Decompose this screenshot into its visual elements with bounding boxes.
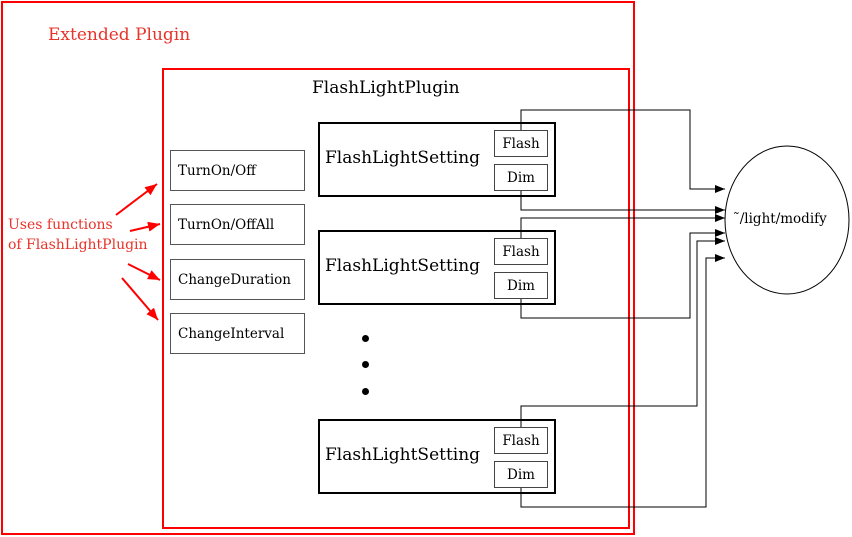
- flashlight-setting-3-label: FlashLightSetting: [325, 445, 481, 465]
- connector-setting-2-dim: [520, 229, 725, 319]
- ellipsis-dot-2: [362, 361, 369, 368]
- function-turnon-off: TurnOn/Off: [170, 150, 305, 191]
- flashlight-plugin-container: [162, 68, 630, 529]
- ellipsis-dot-3: [362, 388, 369, 395]
- flashlight-setting-3-dim: Dim: [494, 461, 548, 488]
- uses-note-line-1: Uses functions: [8, 217, 113, 233]
- flashlight-setting-3-flash: Flash: [494, 427, 548, 454]
- flashlight-setting-1-label: FlashLightSetting: [325, 148, 481, 168]
- red-arrow-change-duration: [127, 263, 161, 281]
- connector-setting-1-dim: [520, 191, 725, 214]
- red-arrow-turnon-off-all: [129, 221, 161, 232]
- uses-note-line-2: of FlashLightPlugin: [8, 237, 148, 253]
- extended-plugin-title: Extended Plugin: [48, 25, 191, 45]
- target-label: ˜/light/modify: [733, 211, 827, 227]
- red-arrow-turnon-off: [115, 183, 158, 216]
- flashlight-setting-1-flash: Flash: [494, 130, 548, 157]
- flashlight-setting-2-label: FlashLightSetting: [325, 256, 481, 276]
- connector-setting-1-flash: [520, 109, 725, 193]
- target-ellipse: [724, 145, 850, 295]
- flashlight-setting-2-dim: Dim: [494, 272, 548, 299]
- connector-setting-2-flash: [520, 214, 725, 238]
- function-change-duration: ChangeDuration: [170, 259, 305, 300]
- function-turnon-off-all: TurnOn/OffAll: [170, 204, 305, 245]
- connector-setting-3-flash: [520, 237, 725, 427]
- flashlight-setting-2-flash: Flash: [494, 238, 548, 265]
- function-change-interval: ChangeInterval: [170, 313, 305, 354]
- flashlight-plugin-title: FlashLightPlugin: [312, 78, 460, 98]
- connector-setting-3-dim: [520, 254, 725, 508]
- ellipsis-dot-1: [362, 335, 369, 342]
- extended-plugin-container: [1, 1, 635, 535]
- flashlight-setting-1-dim: Dim: [494, 164, 548, 191]
- uses-functions-note: Uses functions of FlashLightPlugin: [8, 215, 148, 255]
- red-arrow-change-interval: [121, 277, 159, 321]
